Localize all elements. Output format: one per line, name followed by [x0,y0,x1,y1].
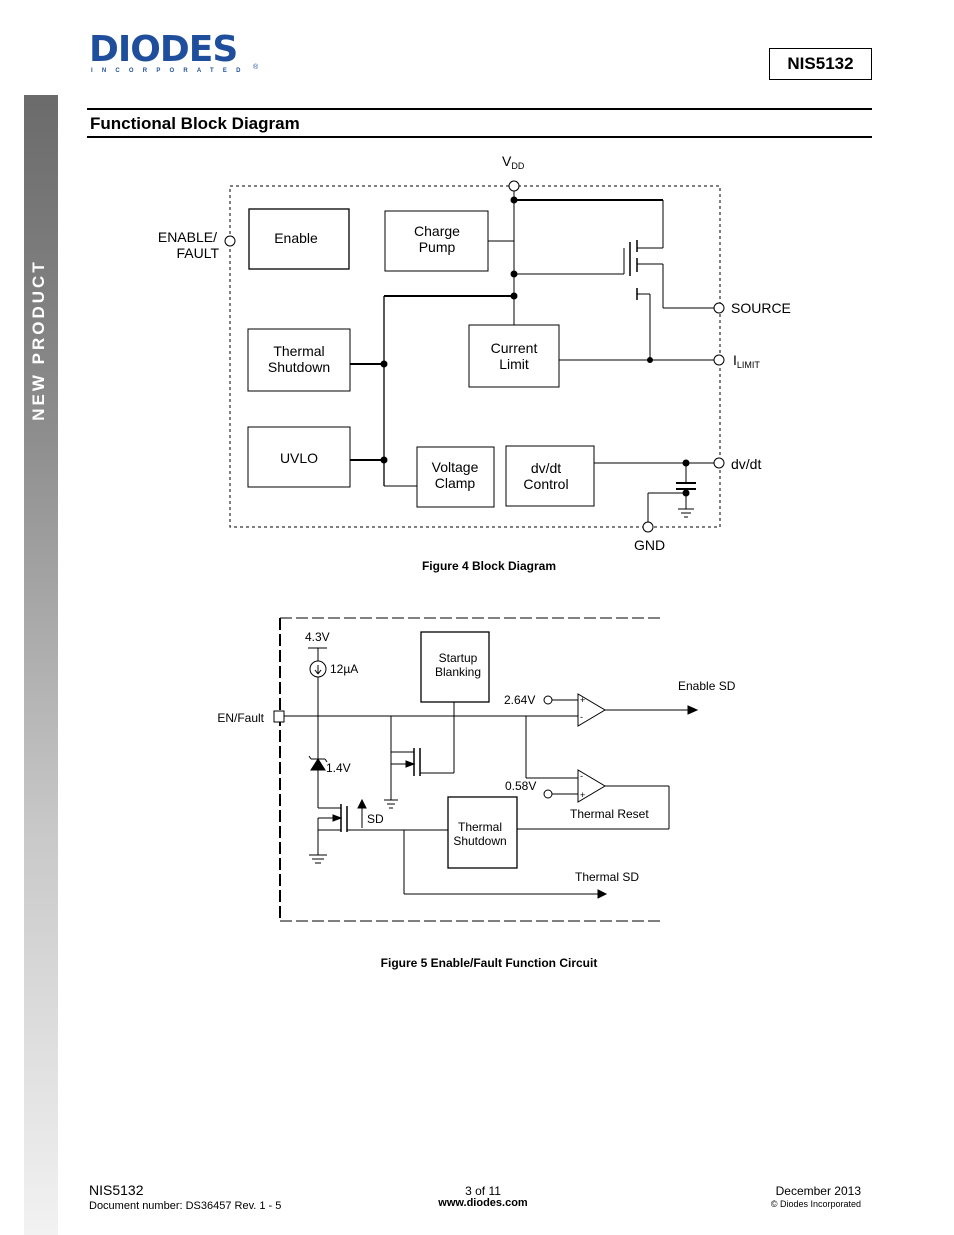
label-dvdt: dv/dt [731,456,761,472]
text-dvdt-1: dv/dt [531,460,561,476]
junction-dots [380,196,690,497]
text-charge-2: Pump [419,239,456,255]
label-en-fault: EN/Fault [217,711,264,725]
footer-date: December 2013 [775,1184,861,1198]
header-rule-top [87,108,872,110]
block-startup-blanking [420,631,490,703]
block-voltage-clamp [416,446,495,508]
label-0-58v: 0.58V [505,779,536,793]
text-uvlo: UVLO [280,450,318,466]
label-1-4v: 1.4V [326,761,351,775]
pin-source [713,302,725,314]
label-source: SOURCE [731,300,791,316]
label-enable-line2: FAULT [176,245,219,261]
footer-doc-number: Document number: DS36457 Rev. 1 - 5 [89,1200,282,1212]
figure-4-block-diagram [224,180,725,533]
text-thermal-1: Thermal [273,343,324,359]
text-thermal5-1: Thermal [458,820,502,834]
figure-5-enable-fault-circuit [273,617,699,922]
label-4-3v: 4.3V [305,630,330,644]
figure-4-labels: VDD ENABLE/ FAULT SOURCE ILIMIT dv/dt GN… [158,153,791,573]
label-enable-sd: Enable SD [678,679,736,693]
footer-page: 3 of 11 [465,1184,501,1198]
sidebar-band [24,95,58,1235]
label-12ua: 12µA [330,662,358,676]
text-startup-1: Startup [439,651,478,665]
footer-copyright: © Diodes Incorporated [770,1199,861,1209]
label-2-64v: 2.64V [504,693,535,707]
arrow-thermal-sd [597,889,608,899]
footer-website[interactable]: www.diodes.com [438,1197,528,1209]
block-thermal-shutdown [247,328,351,392]
text-current-2: Limit [499,356,529,372]
comparator-enable [577,693,606,727]
figure-5-labels: 4.3V 12µA EN/Fault 1.4V SD Startup Blank… [217,630,735,970]
pin-gnd [642,521,654,533]
text-vclamp-2: Clamp [435,475,476,491]
text-current-1: Current [491,340,538,356]
label-enable-line1: ENABLE/ [158,229,217,245]
text-charge-1: Charge [414,223,460,239]
label-ilimit: ILIMIT [733,352,760,370]
figure-5-caption: Figure 5 Enable/Fault Function Circuit [381,956,598,970]
pin-dvdt [713,457,725,469]
logo-subtitle: INCORPORATED [91,68,250,74]
text-dvdt-2: Control [523,476,568,492]
part-number-box: NIS5132 [769,48,872,80]
pin-en-fault [273,710,285,723]
label-sd: SD [367,812,384,826]
pin-enable-fault [224,235,236,247]
block-enable [248,208,350,270]
label-gnd: GND [634,537,665,553]
label-thermal-sd: Thermal SD [575,870,639,884]
pin-vdd [508,180,520,192]
block-dvdt-control [505,445,595,507]
text-thermal-2: Shutdown [268,359,330,375]
footer-part: NIS5132 [89,1182,144,1198]
text-startup-2: Blanking [435,665,481,679]
diodes-logo: DIODES [89,29,238,70]
comp2-plus: + [580,790,585,800]
block-uvlo [247,426,351,488]
text-vclamp-1: Voltage [432,459,479,475]
text-block-enable: Enable [274,230,318,246]
comp1-minus: - [580,712,583,722]
block-thermal-shutdown-fig5 [447,796,518,869]
section-title: Functional Block Diagram [90,114,300,133]
label-thermal-reset: Thermal Reset [570,807,649,821]
logo-registered-mark: ® [253,64,259,71]
text-thermal5-2: Shutdown [453,834,506,848]
comp2-minus: - [580,771,583,781]
comparator-thermal-reset [577,769,606,803]
arrow-enable-sd [687,705,699,715]
figure-4-caption: Figure 4 Block Diagram [422,559,556,573]
zener-diode [310,758,326,771]
header-rule-bottom [87,136,872,138]
pin-ilimit [713,354,725,366]
comp1-plus: + [580,695,585,705]
label-vdd: VDD [502,153,525,171]
